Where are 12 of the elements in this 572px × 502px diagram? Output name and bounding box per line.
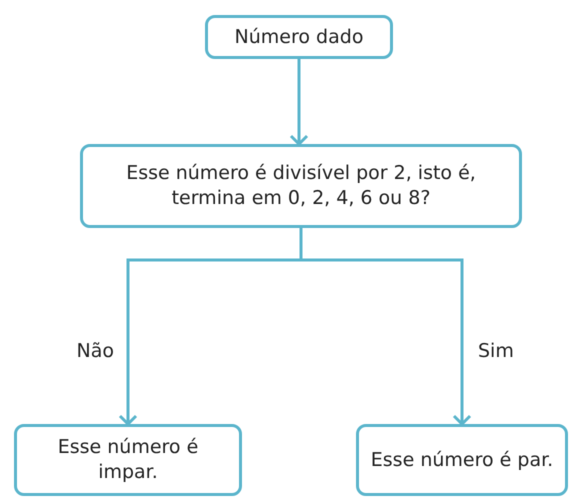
process-box [356,424,568,496]
edge-label: Não [76,340,114,362]
process-box [14,424,242,496]
process-box [205,15,393,59]
arrow [290,59,308,146]
box-text: Esse número é par. [370,448,554,472]
box-text: Esse número é divisível por 2, isto é, termina em 0, 2, 4, 6 ou 8? [125,161,477,211]
edge-label: Sim [478,340,514,362]
box-text: Número dado [234,24,364,50]
arrow [300,228,472,426]
process-box [80,144,522,228]
box-text: Esse número é impar. [56,435,200,485]
